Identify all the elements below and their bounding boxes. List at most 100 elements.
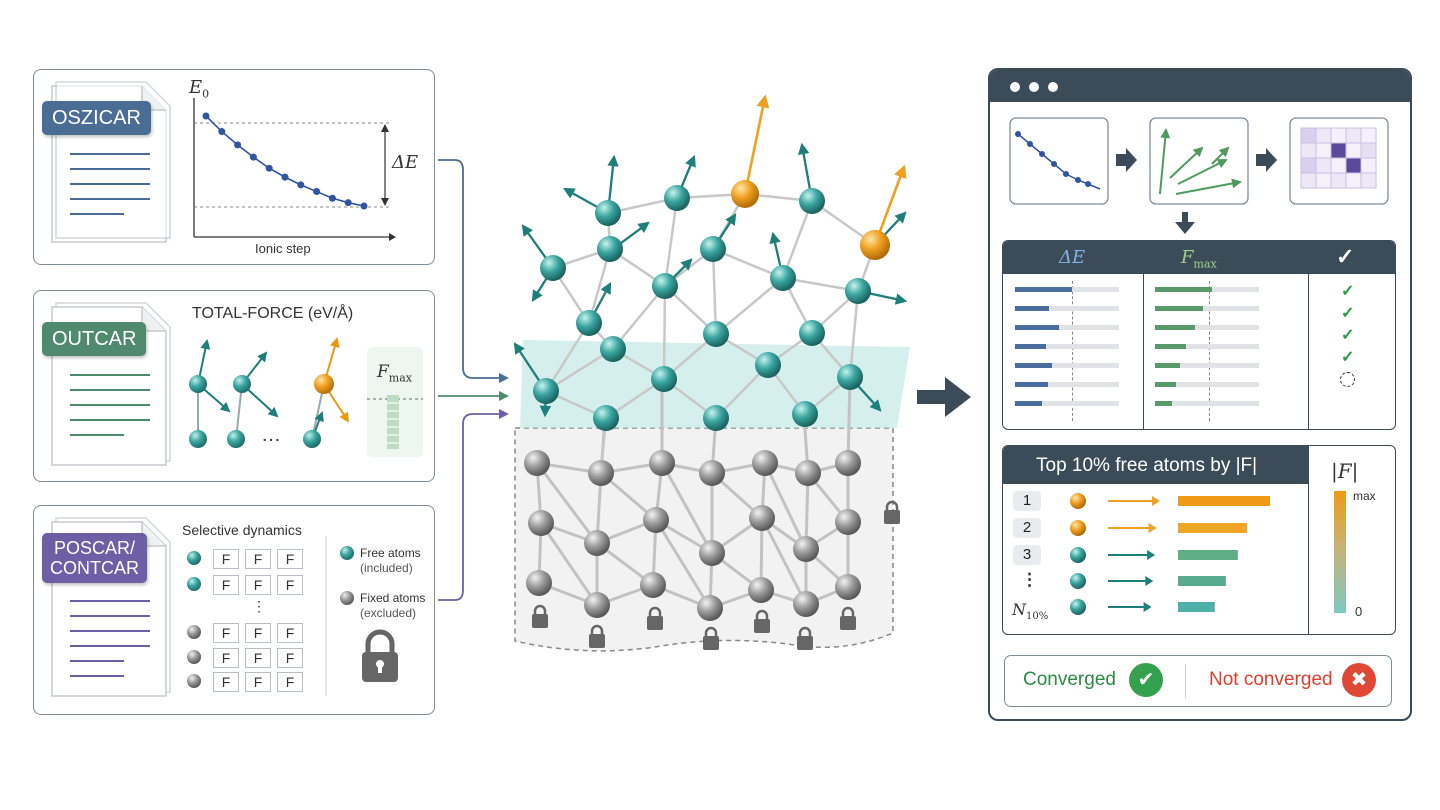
colorbar-label: |F| [1331, 459, 1359, 483]
pipeline-icons [1009, 117, 1389, 234]
vertical-ellipsis: ⋮ [1021, 570, 1038, 589]
bar [1155, 325, 1195, 330]
pending-circle-icon [1340, 372, 1355, 387]
heatmap-cell [1330, 172, 1347, 189]
atom-flags-illustration [187, 536, 398, 696]
lock-icon [362, 629, 398, 682]
flag-cell: F [245, 575, 271, 595]
energy-point [249, 153, 257, 161]
input-connector-arrows [438, 159, 509, 601]
bar [1155, 382, 1176, 387]
bar-track [1015, 306, 1119, 311]
bar-track [1015, 382, 1119, 387]
delta-e-column-header: ΔE [1059, 247, 1086, 268]
n-top-label: N10% [1012, 600, 1049, 623]
heatmap-cell [1300, 142, 1317, 159]
flag-cell: F [277, 672, 303, 692]
selective-dynamics-title: Selective dynamics [182, 522, 302, 538]
bar-track [1155, 401, 1259, 406]
rank-badge: 3 [1013, 545, 1041, 565]
check-mark-icon: ✓ [1341, 327, 1355, 344]
flag-cell: F [213, 623, 239, 643]
flag-cell: F [213, 672, 239, 692]
heatmap-cell [1345, 172, 1362, 189]
top-atoms-title: Top 10% free atoms by |F| [1036, 455, 1258, 476]
flag-cell: F [277, 648, 303, 668]
check-column-header: ✓ [1336, 244, 1355, 269]
arrow-head [1152, 496, 1160, 506]
flag-cell: F [213, 648, 239, 668]
flag-cell: F [213, 549, 239, 569]
criteria-header [1003, 241, 1395, 274]
flag-cell: F [277, 549, 303, 569]
bar [1015, 325, 1059, 330]
force-magnitude-bar [1178, 496, 1270, 506]
heatmap-cell [1300, 127, 1317, 144]
orange-atom [1070, 520, 1086, 536]
bar [1155, 287, 1213, 292]
flag-cell: F [277, 623, 303, 643]
ellipsis: … [261, 424, 281, 446]
window-dot-icon [1048, 82, 1058, 92]
energy-point [281, 173, 289, 181]
bar-track [1155, 306, 1259, 311]
outcar-tag: OUTCAR [42, 322, 147, 356]
column-divider [1308, 241, 1309, 429]
heatmap-cell [1360, 127, 1377, 144]
x-circle-icon: ✖ [1342, 663, 1376, 697]
heatmap-cell [1360, 142, 1377, 159]
rank-badge: 1 [1013, 491, 1041, 511]
energy-point [360, 202, 368, 210]
orange-atom [1070, 493, 1086, 509]
top-atoms-table: Top 10% free atoms by |F| 1 2 3 ⋮ N10% |… [1002, 445, 1396, 635]
check-circle-icon: ✔ [1129, 663, 1163, 697]
poscar-tag: POSCAR/CONTCAR [42, 533, 147, 583]
heatmap-cell [1315, 127, 1332, 144]
check-mark-icon: ✓ [1341, 283, 1355, 300]
flag-cell: F [213, 575, 239, 595]
bar [1015, 306, 1050, 311]
fmax-column-header: Fmax [1181, 247, 1217, 271]
lock-icon [532, 500, 900, 650]
bar-track [1015, 363, 1119, 368]
heatmap-cell [1345, 127, 1362, 144]
energy-point [234, 141, 242, 149]
rank-badge: 2 [1013, 518, 1041, 538]
heatmap-cell [1330, 142, 1347, 159]
heatmap-cell [1345, 157, 1362, 174]
arrow-head [1145, 576, 1154, 586]
right-arrow-icon [917, 377, 971, 417]
flag-cell: F [245, 672, 271, 692]
force-magnitude-bar [1178, 576, 1226, 586]
bar [1015, 287, 1073, 292]
energy-point [202, 112, 210, 120]
heatmap-cell [1345, 142, 1362, 159]
bar-track [1155, 325, 1259, 330]
heatmap-cell [1330, 127, 1347, 144]
fmax-label: Fmax [377, 362, 412, 385]
oszicar-tag: OSZICAR [42, 101, 151, 135]
energy-point [218, 128, 226, 136]
slab-structure-diagram [513, 94, 910, 652]
not-converged-label: Not converged [1209, 669, 1333, 690]
teal-atom [1070, 547, 1086, 563]
heatmap-cell [1360, 157, 1377, 174]
flag-cell: F [245, 623, 271, 643]
force-magnitude-bar [1178, 523, 1247, 533]
bar [1015, 363, 1053, 368]
energy-point [328, 194, 336, 202]
heatmap-cell [1330, 157, 1347, 174]
check-mark-icon: ✓ [1341, 349, 1355, 366]
energy-point [265, 164, 273, 172]
energy-line [205, 115, 365, 207]
convergence-status: Converged ✔ Not converged ✖ [1004, 655, 1392, 707]
legend-fixed-atoms: Fixed atoms(excluded) [360, 591, 426, 620]
bar-track [1015, 325, 1119, 330]
flag-cell: F [277, 575, 303, 595]
force-vectors-illustration [189, 337, 423, 457]
teal-atom [1070, 599, 1086, 615]
force-magnitude-bar [1178, 550, 1238, 560]
teal-atom [1070, 573, 1086, 589]
heatmap-cell [1300, 157, 1317, 174]
analysis-window: ΔE Fmax ✓ ✓ ✓ ✓ ✓ Top 10% free atoms by … [988, 68, 1412, 721]
